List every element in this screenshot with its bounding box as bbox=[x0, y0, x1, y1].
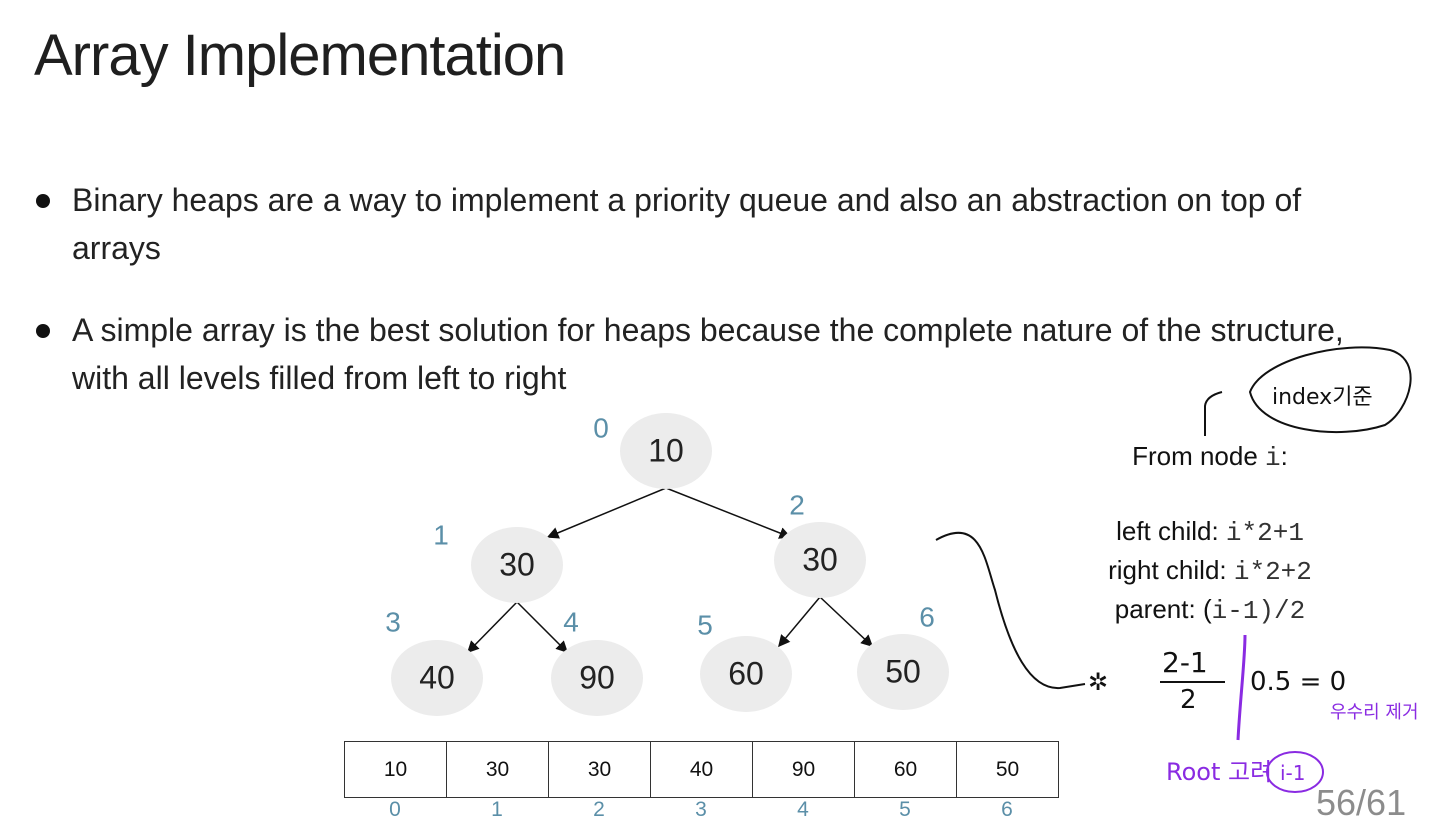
array-index-label: 6 bbox=[1001, 798, 1013, 821]
array-index-row: 0 1 2 3 4 5 6 bbox=[344, 798, 1058, 822]
node-index-label: 3 bbox=[385, 606, 401, 637]
tree-edges bbox=[466, 487, 874, 654]
from-node-label: From node bbox=[1132, 441, 1266, 471]
array-table: 10 30 30 40 90 60 50 bbox=[344, 741, 1059, 798]
node-value: 30 bbox=[802, 541, 838, 577]
parent-paren: ( bbox=[1202, 594, 1212, 624]
node-value: 40 bbox=[419, 659, 455, 695]
array-cell: 60 bbox=[854, 741, 957, 798]
parent-formula: parent: (i-1)/2 bbox=[1060, 594, 1360, 626]
left-child-label: left child: bbox=[1116, 516, 1226, 546]
heap-node: 10 0 bbox=[593, 412, 712, 489]
heap-node: 60 5 bbox=[697, 609, 792, 712]
node-index-label: 6 bbox=[919, 601, 935, 632]
right-child-formula: right child: i*2+2 bbox=[1060, 555, 1360, 587]
array-row: 10 30 30 40 90 60 50 bbox=[344, 741, 1059, 798]
node-index-label: 0 bbox=[593, 412, 609, 443]
bullet-dot-icon bbox=[36, 194, 50, 208]
array-index-label: 4 bbox=[797, 798, 809, 821]
heap-node: 50 6 bbox=[857, 601, 949, 710]
node-value: 90 bbox=[579, 659, 615, 695]
from-node-var: i bbox=[1265, 443, 1281, 473]
node-index-label: 4 bbox=[563, 606, 579, 637]
node-value: 60 bbox=[728, 655, 764, 691]
parent-expr: i-1)/2 bbox=[1211, 596, 1306, 626]
array-cell: 50 bbox=[956, 741, 1059, 798]
slide-title: Array Implementation bbox=[34, 23, 566, 88]
heap-node: 90 4 bbox=[551, 606, 643, 716]
node-value: 30 bbox=[499, 546, 535, 582]
node-index-label: 5 bbox=[697, 609, 713, 640]
right-child-label: right child: bbox=[1108, 555, 1234, 585]
heap-node: 40 3 bbox=[385, 606, 483, 716]
array-index-label: 3 bbox=[695, 798, 707, 821]
tree-edge bbox=[665, 487, 792, 539]
heap-node: 30 1 bbox=[433, 519, 563, 603]
array-index-label: 1 bbox=[491, 798, 503, 821]
bullet-dot-icon bbox=[36, 324, 50, 338]
node-value: 50 bbox=[885, 653, 921, 689]
tree-edge bbox=[819, 596, 874, 648]
array-cell: 90 bbox=[752, 741, 855, 798]
bullet-text: A simple array is the best solution for … bbox=[72, 312, 1344, 396]
node-value: 10 bbox=[648, 432, 684, 468]
bullet-item: A simple array is the best solution for … bbox=[36, 306, 1382, 402]
array-index-label: 0 bbox=[389, 798, 401, 821]
page-indicator: 56/61 bbox=[1316, 782, 1407, 823]
from-node-colon: : bbox=[1280, 441, 1288, 471]
parent-label: parent: bbox=[1114, 594, 1203, 624]
tree-edge bbox=[778, 596, 821, 648]
tree-edge bbox=[516, 601, 569, 654]
array-cell: 10 bbox=[344, 741, 447, 798]
node-index-label: 2 bbox=[789, 489, 805, 520]
array-cell: 30 bbox=[446, 741, 549, 798]
array-cell: 40 bbox=[650, 741, 753, 798]
right-child-expr: i*2+2 bbox=[1233, 557, 1312, 587]
node-index-label: 1 bbox=[433, 519, 449, 550]
array-index-label: 2 bbox=[593, 798, 605, 821]
array-index-label: 5 bbox=[899, 798, 911, 821]
heap-node: 30 2 bbox=[774, 489, 866, 598]
tree-edge bbox=[546, 487, 667, 539]
left-child-expr: i*2+1 bbox=[1225, 518, 1304, 548]
bullet-text: Binary heaps are a way to implement a pr… bbox=[72, 182, 1302, 266]
left-child-formula: left child: i*2+1 bbox=[1060, 516, 1360, 548]
tree-edge bbox=[466, 601, 518, 654]
array-cell: 30 bbox=[548, 741, 651, 798]
from-node-heading: From node i: bbox=[1060, 441, 1360, 473]
bullet-item: Binary heaps are a way to implement a pr… bbox=[36, 176, 1382, 272]
